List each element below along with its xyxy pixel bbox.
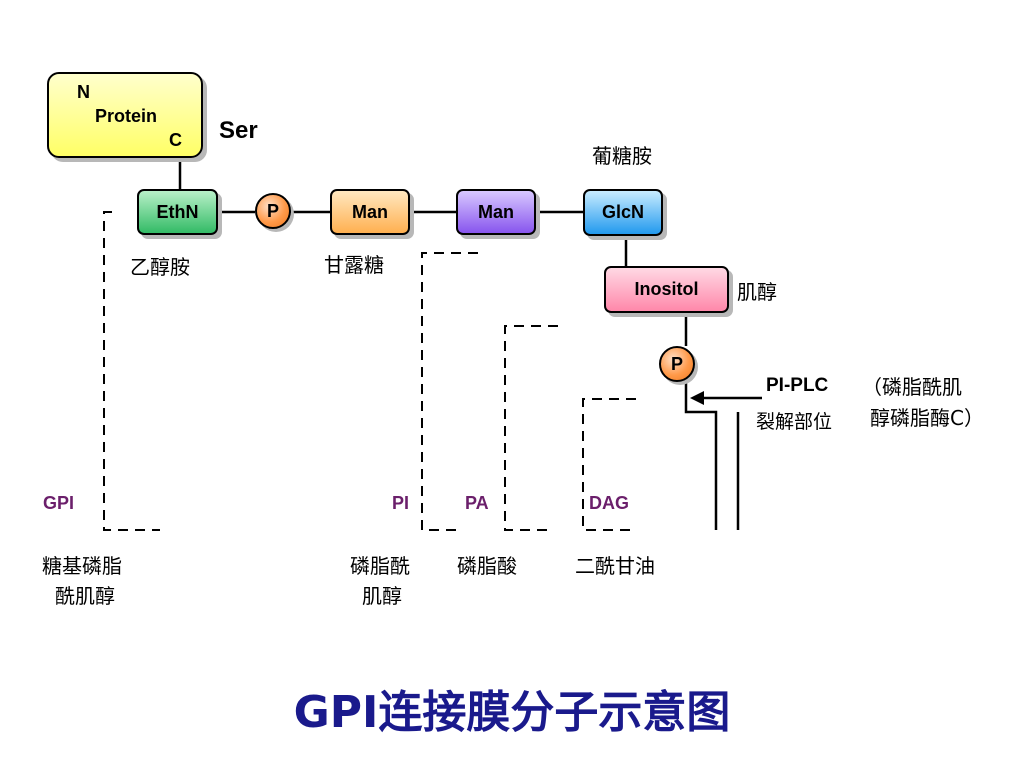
pi-tag: PI	[392, 493, 410, 513]
ser-label: Ser	[219, 117, 258, 144]
mannose-cn-label: 甘露糖	[324, 253, 384, 277]
inositol-node: Inositol	[604, 266, 729, 313]
gpi-bracket	[103, 211, 160, 531]
ethn-node: EthN	[137, 189, 218, 235]
mannose-node-2: Man	[456, 189, 536, 235]
page-title: GPI连接膜分子示意图	[293, 687, 731, 738]
enzyme-note-line1: （磷脂酰肌	[862, 375, 962, 399]
pa-name: 磷脂酸	[457, 554, 517, 578]
glcn-cn-label: 葡糖胺	[592, 144, 652, 168]
phosphate-node-1: P	[255, 193, 291, 229]
pa-tag: PA	[465, 493, 489, 513]
protein-c-terminus: C	[169, 130, 182, 150]
lipid-tail-left	[684, 380, 718, 530]
gpi-name-line2: 酰肌醇	[55, 584, 115, 608]
inositol-cn-label: 肌醇	[737, 280, 777, 304]
cleavage-arrow	[690, 391, 762, 405]
ethn-cn-label: 乙醇胺	[130, 255, 190, 279]
protein-label: Protein	[95, 106, 158, 126]
pi-plc-label: PI-PLC	[766, 375, 829, 396]
pi-bracket	[421, 252, 478, 531]
protein-n-terminus: N	[77, 82, 90, 102]
pi-name-line1: 磷脂酰	[350, 554, 410, 578]
gpi-name-line1: 糖基磷脂	[42, 554, 122, 578]
mannose-node-1: Man	[330, 189, 410, 235]
dag-name: 二酰甘油	[575, 554, 655, 578]
cleavage-site-label: 裂解部位	[756, 411, 833, 433]
dag-bracket	[582, 398, 636, 531]
glcn-node: GlcN	[583, 189, 663, 236]
enzyme-note-line2: 醇磷脂酶C）	[870, 406, 984, 430]
protein-box: N Protein C	[47, 72, 203, 158]
gpi-tag: GPI	[43, 493, 75, 513]
phosphate-node-2: P	[659, 346, 695, 382]
pa-bracket	[504, 325, 558, 531]
dag-tag: DAG	[589, 493, 629, 513]
pi-name-line2: 肌醇	[362, 584, 402, 608]
